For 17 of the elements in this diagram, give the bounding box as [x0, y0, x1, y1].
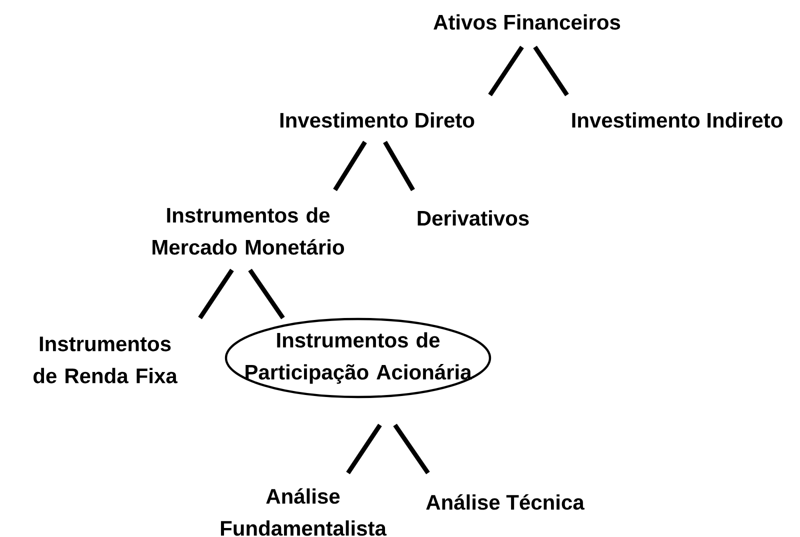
node-label: Instrumentos de Mercado Monetário [152, 207, 344, 255]
node-label: Instrumentos de Renda Fixa [34, 336, 178, 384]
node-label: Investimento Indireto [572, 112, 782, 128]
node-label: Investimento Direto [280, 112, 474, 128]
connector-line [488, 46, 524, 96]
connector-line [333, 140, 367, 192]
connector-line [533, 46, 569, 96]
connector-line [248, 268, 285, 320]
node-label: Análise Fundamentalista [221, 488, 387, 536]
connector-line [346, 424, 382, 474]
ellipse-node: Instrumentos de Participação Acionária [224, 318, 492, 398]
connector-line [393, 424, 430, 474]
node-label: Análise Técnica [426, 494, 584, 510]
node-label: Ativos Financeiros [434, 14, 620, 30]
connector-line [383, 140, 415, 192]
connector-line [198, 268, 234, 320]
node-label: Derivativos [418, 210, 529, 226]
